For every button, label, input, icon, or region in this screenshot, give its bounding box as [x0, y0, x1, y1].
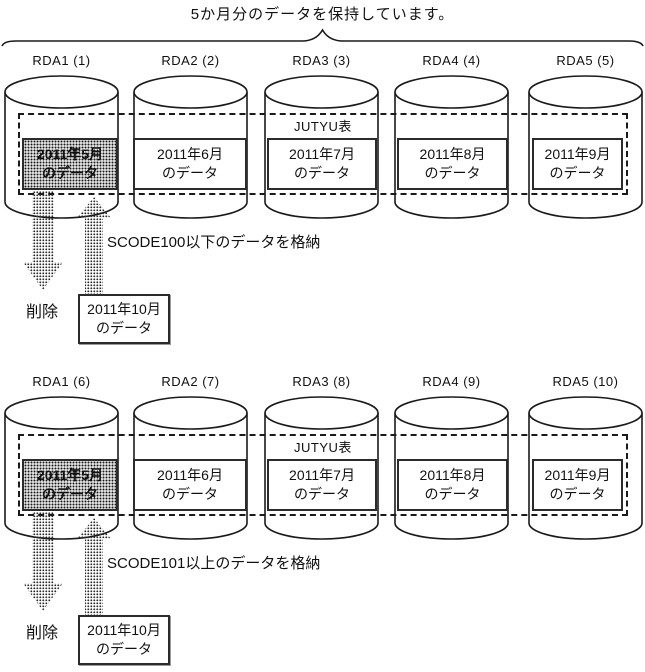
box-line1: 2011年9月 — [544, 467, 611, 483]
delete-label: 削除 — [26, 304, 59, 321]
box-line1: 2011年10月 — [87, 622, 161, 638]
brace — [1, 28, 644, 47]
cylinder-label-rda4: RDA4 (9) — [422, 374, 481, 389]
delete-arrow-icon — [23, 191, 63, 290]
cylinder-top — [528, 396, 643, 430]
box-line2: のデータ — [162, 486, 218, 502]
box-line1: 2011年7月 — [289, 146, 355, 162]
cylinder-label-rda5: RDA5 (10) — [552, 374, 619, 389]
box-line2: のデータ — [549, 486, 606, 502]
cylinder-top — [4, 396, 119, 430]
cylinder-label-rda5: RDA5 (5) — [556, 53, 615, 68]
cylinder-top — [4, 75, 119, 109]
partition-box: 2011年7月 のデータ — [267, 459, 377, 511]
cylinder-label-rda4: RDA4 (4) — [422, 53, 481, 68]
partition-box: 2011年9月 のデータ — [532, 459, 623, 511]
cylinder-top — [133, 75, 248, 109]
cylinder-top — [264, 396, 379, 430]
box-line2: のデータ — [162, 165, 218, 181]
jutyu-table-outline — [18, 434, 628, 516]
delete-label: 削除 — [26, 625, 59, 642]
incoming-data-box: 2011年10月 のデータ — [78, 294, 170, 344]
cylinder-top — [394, 396, 509, 430]
partition-box: 2011年6月 のデータ — [133, 138, 247, 190]
cylinder-label-rda2: RDA2 (2) — [161, 53, 220, 68]
box-line2: のデータ — [294, 165, 350, 181]
cylinder-label-rda2: RDA2 (7) — [161, 374, 220, 389]
store-note: SCODE100以下のデータを格納 — [107, 234, 321, 251]
retention-caption: 5か月分のデータを保持しています。 — [190, 6, 455, 23]
box-line2: のデータ — [424, 486, 481, 502]
jutyu-table-outline — [18, 113, 628, 195]
box-line2: のデータ — [424, 165, 481, 181]
cylinder-top — [133, 396, 248, 430]
box-line1: 2011年5月 — [36, 467, 104, 483]
box-line2: のデータ — [96, 641, 152, 657]
storage-row-2: RDA1 (6) RDA2 (7) RDA3 (8) RDA4 (9) RDA5… — [0, 371, 645, 672]
partition-box: 2011年8月 のデータ — [397, 138, 508, 190]
delete-arrow-icon — [23, 512, 63, 611]
box-line1: 2011年5月 — [36, 146, 104, 162]
store-arrow-icon — [77, 518, 111, 615]
store-note: SCODE101以上のデータを格納 — [107, 555, 321, 572]
partition-box: 2011年9月 のデータ — [532, 138, 623, 190]
cylinder-top — [394, 75, 509, 109]
box-line1: 2011年8月 — [419, 146, 486, 162]
box-line2: のデータ — [42, 165, 98, 181]
box-line1: 2011年6月 — [157, 467, 223, 483]
partition-box: 2011年8月 のデータ — [397, 459, 508, 511]
cylinder-label-rda3: RDA3 (3) — [292, 53, 351, 68]
storage-row-1: RDA1 (1) RDA2 (2) RDA3 (3) RDA4 (4) RDA5… — [0, 50, 645, 351]
cylinder-label-rda1: RDA1 (6) — [32, 374, 91, 389]
box-line2: のデータ — [96, 320, 152, 336]
incoming-data-box: 2011年10月 のデータ — [78, 615, 170, 665]
box-line2: のデータ — [549, 165, 606, 181]
box-line1: 2011年7月 — [289, 467, 355, 483]
partition-box-old: 2011年5月 のデータ — [22, 138, 118, 190]
box-line1: 2011年9月 — [544, 146, 611, 162]
cylinder-top — [528, 75, 643, 109]
partition-box: 2011年6月 のデータ — [133, 459, 247, 511]
jutyu-table-label: JUTYU表 — [294, 440, 352, 455]
box-line1: 2011年8月 — [419, 467, 486, 483]
cylinder-top — [264, 75, 379, 109]
partition-box-old: 2011年5月 のデータ — [22, 459, 118, 511]
partition-box: 2011年7月 のデータ — [267, 138, 377, 190]
box-line2: のデータ — [294, 486, 350, 502]
jutyu-table-label: JUTYU表 — [294, 119, 352, 134]
box-line2: のデータ — [42, 486, 98, 502]
store-arrow-icon — [77, 197, 111, 294]
cylinder-label-rda3: RDA3 (8) — [292, 374, 351, 389]
cylinder-label-rda1: RDA1 (1) — [32, 53, 91, 68]
box-line1: 2011年10月 — [87, 301, 161, 317]
box-line1: 2011年6月 — [157, 146, 223, 162]
